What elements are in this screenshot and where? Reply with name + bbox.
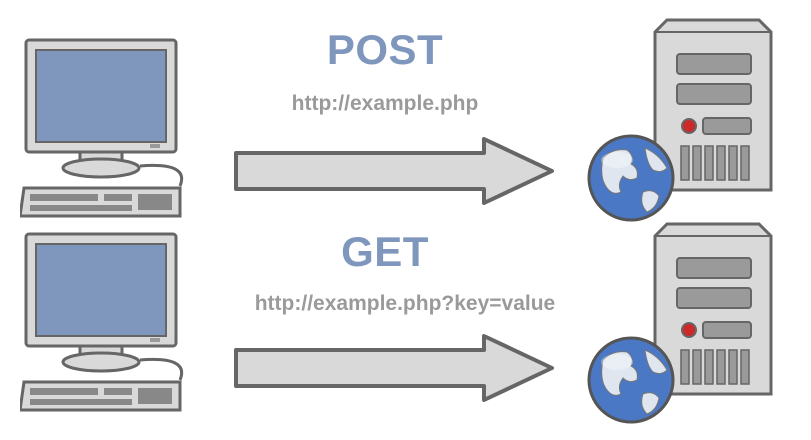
right-arrow-icon (232, 137, 556, 205)
method-label-post: POST (275, 26, 495, 74)
method-label-get: GET (275, 228, 495, 276)
client-computer-post (20, 38, 190, 220)
desktop-computer-icon (20, 232, 190, 414)
url-label-post: http://example.php (210, 92, 560, 116)
url-label-get: http://example.php?key=value (200, 292, 610, 316)
globe-icon (587, 336, 677, 426)
right-arrow-icon (232, 334, 556, 402)
client-computer-get (20, 232, 190, 414)
desktop-computer-icon (20, 38, 190, 220)
globe-icon (587, 134, 677, 224)
